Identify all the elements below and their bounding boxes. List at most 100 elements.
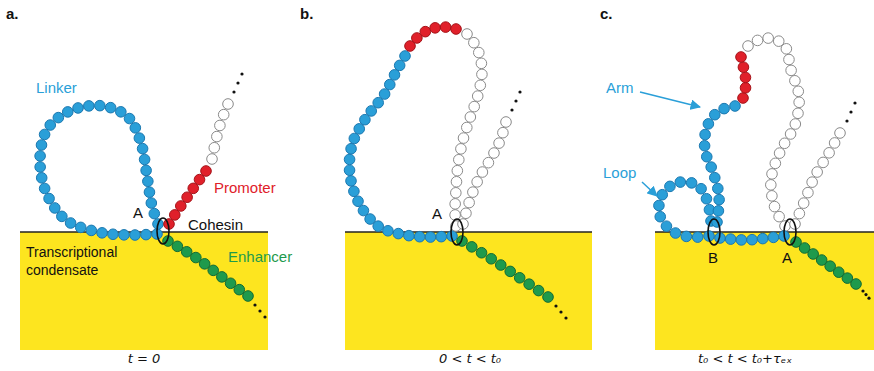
panel-letter: c. (600, 6, 613, 23)
pointer-arrow (640, 92, 700, 107)
chromatin-bead (149, 208, 160, 219)
chromatin-bead (738, 93, 749, 104)
chromatin-bead (73, 103, 84, 114)
chromatin-bead (243, 291, 254, 302)
chromatin-bead (130, 123, 141, 134)
part-label: Loop (603, 165, 636, 182)
chromatin-bead (440, 22, 451, 33)
chromatin-bead (346, 143, 357, 154)
chromatin-bead (740, 83, 751, 94)
chromatin-bead (543, 292, 554, 303)
chromatin-bead (774, 211, 785, 222)
chromatin-bead (725, 234, 736, 245)
ellipsis-dot (258, 309, 261, 312)
chromatin-bead (450, 199, 461, 210)
chromatin-bead (769, 201, 780, 212)
cohesin-label: B (708, 250, 718, 267)
chromatin-bead (75, 222, 86, 233)
chromatin-bead (134, 133, 145, 144)
ellipsis-dot (236, 81, 239, 84)
panel-letter: a. (6, 6, 19, 23)
cohesin-label: A (133, 205, 143, 222)
chromatin-bead (740, 72, 751, 83)
chromatin-bead (767, 169, 778, 180)
chromatin-bead (713, 206, 724, 217)
cohesin-ring (784, 219, 796, 245)
chromatin-bead (686, 178, 697, 189)
ellipsis-dot (232, 90, 235, 93)
chromatin-bead (130, 230, 141, 241)
time-label: 0 < t < t₀ (439, 352, 501, 366)
chromatin-bead (35, 162, 46, 173)
chromatin-bead (62, 107, 73, 118)
part-label: Linker (36, 80, 77, 97)
chromatin-bead (39, 129, 50, 140)
chromatin-bead (451, 176, 462, 187)
chromatin-bead (494, 138, 505, 149)
chromatin-bead (137, 143, 148, 154)
chromatin-bead (44, 193, 55, 204)
chromatin-bead (709, 109, 720, 120)
ellipsis-dot (861, 289, 864, 292)
part-label: Enhancer (228, 249, 292, 266)
chromatin-bead (829, 138, 840, 149)
chromatin-bead (400, 51, 411, 62)
ellipsis-dot (559, 310, 562, 313)
chromatin-bead (456, 144, 467, 155)
chromatin-bead (781, 44, 792, 55)
ellipsis-dot (867, 297, 870, 300)
chromatin-bead (736, 235, 747, 246)
chromatin-bead (458, 133, 469, 144)
ellipsis-dot (849, 110, 852, 113)
chromatin-bead (354, 124, 365, 135)
chromatin-bead (701, 193, 712, 204)
chromatin-bead (469, 37, 480, 48)
chromatin-bead (65, 218, 76, 229)
chromatin-bead (86, 225, 97, 236)
chromatin-bead (747, 234, 758, 245)
chromatin-bead (524, 279, 535, 290)
chromatin-bead (97, 228, 108, 239)
chromatin-bead (665, 181, 676, 192)
chromatin-bead (703, 119, 714, 130)
chromatin-bead (768, 232, 779, 243)
ellipsis-dot (263, 315, 266, 318)
ellipsis-dot (845, 119, 848, 122)
chromatin-bead (207, 154, 218, 165)
chromatin-bead (654, 200, 665, 211)
chromatin-bead (181, 247, 192, 258)
pointer-arrow (642, 182, 657, 196)
chromatin-bead (346, 176, 357, 187)
chromatin-bead (699, 140, 710, 151)
cohesin-ring (708, 219, 720, 245)
chromatin-bead (473, 47, 484, 58)
part-label: Promoter (214, 180, 276, 197)
chromatin-bead (139, 154, 150, 165)
chromatin-bead (394, 60, 405, 71)
chromatin-bead (794, 97, 805, 108)
chromatin-bead (824, 148, 835, 159)
chromatin-bead (379, 89, 390, 100)
chromatin-bead (770, 158, 781, 169)
cohesin-ring (157, 218, 169, 244)
chromatin-bead (349, 186, 360, 197)
chromatin-bead (143, 176, 154, 187)
chromatin-bead (489, 148, 500, 159)
panel-letter: b. (300, 6, 313, 23)
chromatin-bead (763, 33, 774, 44)
chromatin-bead (790, 119, 801, 130)
chromatin-bead (462, 29, 473, 40)
chromatin-bead (201, 166, 212, 177)
chromatin-bead (436, 231, 447, 242)
chromatin-bead (767, 191, 778, 202)
chromatin-bead (212, 131, 223, 142)
ellipsis-dot (253, 303, 256, 306)
chromatin-bead (461, 122, 472, 133)
chromatin-bead (675, 177, 686, 188)
chromatin-bead (661, 221, 672, 232)
chromatin-bead (344, 154, 355, 165)
chromatin-bead (835, 128, 846, 139)
ellipsis-dot (510, 108, 513, 111)
chromatin-bead (105, 102, 116, 113)
